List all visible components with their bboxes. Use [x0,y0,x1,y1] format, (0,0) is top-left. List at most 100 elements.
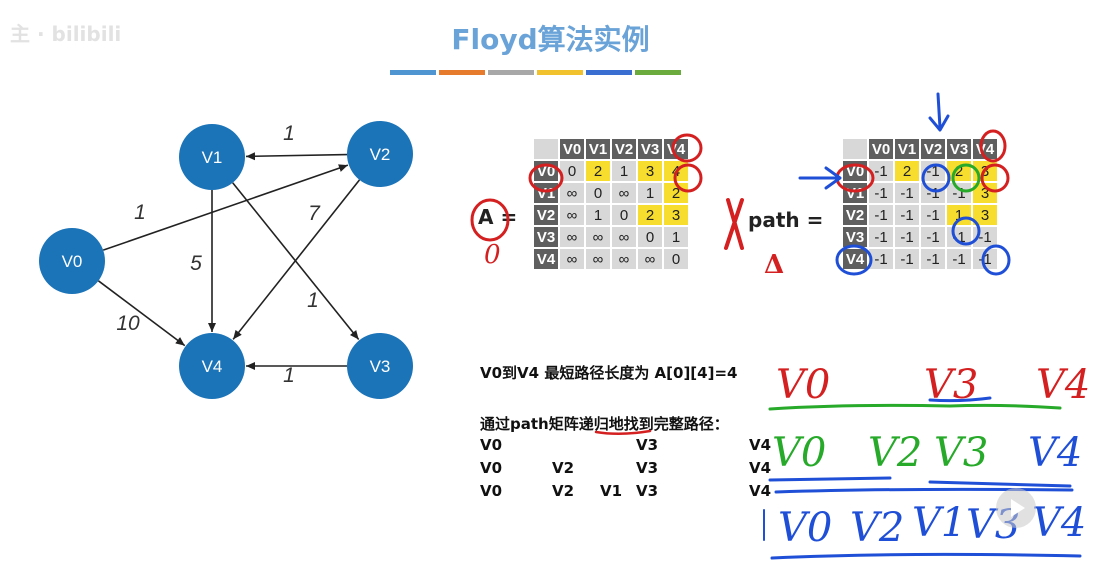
edge-weight-v1-v4: 5 [190,252,202,275]
red-circle-path-value [980,163,1010,193]
blue-circle-path-value3 [981,244,1011,276]
matrix-path-cell: -1 [921,205,945,225]
path-row-1-item: V4 [749,436,772,454]
hw-path-subscript: Δ [764,250,785,280]
node-v4 [179,333,245,399]
hw-a-subscript: 0 [484,240,501,270]
path-row-2-item: V2 [552,459,575,477]
matrix-path-row-header: V3 [843,227,867,247]
matrix-a-row: V4∞∞∞∞0 [534,249,688,269]
matrix-a-cell: 1 [638,183,662,203]
matrix-path-cell: -1 [947,249,971,269]
matrix-a-cell: 0 [560,161,584,181]
matrix-path-cell: -1 [921,249,945,269]
node-label-v1: V1 [202,148,223,167]
path-row-2-item: V3 [636,459,659,477]
watermark: 主 · bilibili [10,22,122,46]
matrix-a-cell: 2 [586,161,610,181]
matrix-a-cell: 0 [612,205,636,225]
matrix-a-col-header: V2 [612,139,636,159]
red-circle-a-v0 [528,163,564,193]
color-bar-segment [390,70,436,75]
matrix-a-cell: 1 [612,161,636,181]
matrix-a-corner [534,139,558,159]
matrix-a-col-header: V4 [664,139,688,159]
matrix-path-cell: -1 [895,205,919,225]
matrix-path-row: V4-1-1-1-1-1 [843,249,997,269]
edge-v2-v4 [232,179,361,340]
matrix-a-cell: 1 [586,205,610,225]
matrix-path-cell: -1 [895,249,919,269]
matrix-a-row-header: V4 [534,249,558,269]
red-cross-mark [724,198,744,250]
matrix-a-cell: 3 [664,205,688,225]
blue-circle-path-v3 [835,244,873,276]
matrix-path-col-header: V1 [895,139,919,159]
node-label-v3: V3 [370,357,391,376]
hw-line1-v0: V0 [776,362,831,408]
red-circle-a-value [673,163,703,193]
play-button[interactable] [996,488,1036,528]
matrix-a-cell: ∞ [560,183,584,203]
hw-line3-v2: V2 [850,505,905,551]
matrix-a-cell: 3 [638,161,662,181]
matrix-path-cell: 1 [947,205,971,225]
path-intro-underlined: 递归地 [578,415,624,433]
matrix-path-cell: -1 [921,227,945,247]
edge-weight-v0-v4: 10 [116,312,140,335]
matrix-a-cell: ∞ [638,249,662,269]
red-underline-recursive [594,429,652,435]
matrix-a-cell: 2 [638,205,662,225]
edge-v0-v2 [102,164,349,251]
matrix-path-col-header: V2 [921,139,945,159]
matrix-path-row-header: V4 [843,249,867,269]
edge-weight-v2-v4: 7 [308,202,321,225]
node-label-v2: V2 [370,145,391,164]
edge-weight-v2-v1: 1 [283,122,295,145]
node-v3 [347,333,413,399]
blue-circle-path-v2 [921,163,951,193]
edge-weight-v3-v4: 1 [283,364,295,387]
edge-weight-v1-v3: 1 [307,289,319,312]
edge-v0-v4 [97,280,186,347]
path-row-2-item: V4 [749,459,772,477]
hw-line1-v4: V4 [1036,362,1091,408]
blue-underline-line3 [770,552,1082,560]
blue-arrow-right [798,166,842,190]
matrix-path-row-header: V1 [843,183,867,203]
red-circle-path-v0 [835,163,875,193]
matrix-a-row-header: V2 [534,205,558,225]
matrix-path-cell: -1 [973,249,997,269]
hw-line2-v0: V0 [772,430,827,476]
edge-v1-v3 [232,182,360,341]
matrix-a-label: A = [478,205,518,229]
matrix-a-row-header: V1 [534,183,558,203]
matrix-path-cell: -1 [895,183,919,203]
matrix-a-col-header: V1 [586,139,610,159]
shortest-length-text: V0到V4 最短路径长度为 A[0][4]=4 [480,364,738,382]
color-bar-segment [488,70,534,75]
matrix-path-cell: 2 [895,161,919,181]
path-intro-before: 通过path矩阵 [480,415,579,433]
title-color-bar [390,70,681,75]
blue-underline-line2b [774,487,1074,494]
matrix-a-cell: ∞ [560,205,584,225]
green-circle-path-value [951,163,981,193]
color-bar-segment [586,70,632,75]
matrix-path-cell: -1 [869,183,893,203]
matrix-a-cell: ∞ [586,249,610,269]
node-v2 [347,121,413,187]
matrix-a-col-header: V0 [560,139,584,159]
matrix-path-col-header: V3 [947,139,971,159]
matrix-path-cell: 3 [973,183,997,203]
path-row-3-item: V4 [749,482,772,500]
node-label-v0: V0 [62,252,83,271]
color-bar-segment [537,70,583,75]
hw-line3-v0: V0 [778,505,833,551]
matrix-path-cell: -1 [869,227,893,247]
red-circle-path-v4 [979,129,1007,163]
